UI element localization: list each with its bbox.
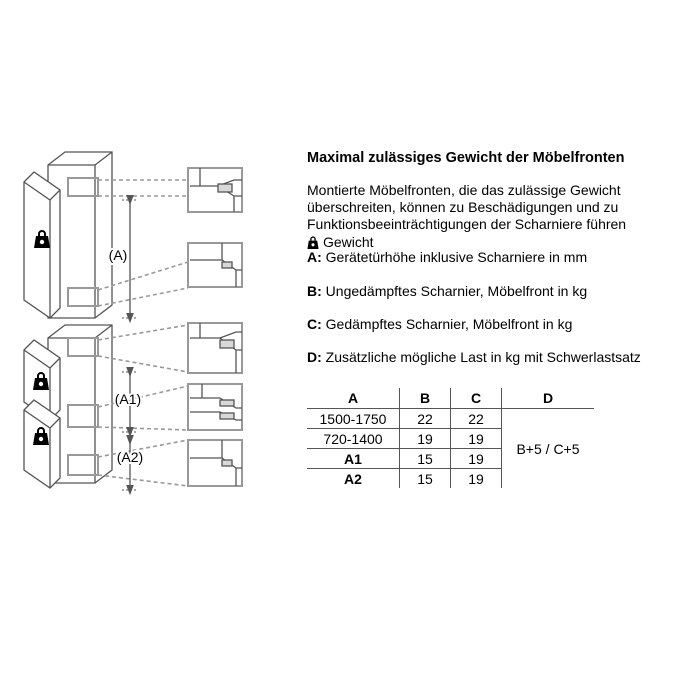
column-header-c: C (450, 388, 502, 409)
detail-middle-hinge (187, 383, 243, 431)
weights-table: A B C D 1500-1750 22 22 B+5 / C+5 720-14… (307, 388, 594, 488)
table-cell: A2 (307, 468, 400, 488)
bottom-hinge-box (67, 454, 99, 476)
description-line: überschreiten, können zu Beschädigungen … (307, 199, 619, 215)
table-header-row: A B C D (307, 388, 594, 409)
legend-key: B: (307, 283, 322, 299)
description: Montierte Möbelfronten, die das zulässig… (307, 182, 626, 233)
detail-bottom-hinge (187, 439, 243, 487)
weight-lock-icon (307, 236, 319, 249)
column-header-a: A (307, 388, 400, 409)
table-cell: 19 (399, 428, 451, 449)
table-cell-d: B+5 / C+5 (501, 408, 594, 488)
page-title: Maximal zulässiges Gewicht der Möbelfron… (307, 150, 625, 166)
legend-key: D: (307, 349, 322, 365)
description-line: Montierte Möbelfronten, die das zulässig… (307, 182, 621, 198)
legend-a: A: Gerätetürhöhe inklusive Scharniere in… (307, 249, 587, 266)
legend-key: C: (307, 316, 322, 332)
weight-lock-icon (33, 427, 49, 445)
hinge-diagram: (A) (A1) (23, 151, 243, 496)
top-hinge-box (67, 337, 99, 357)
legend-weight-text: Gewicht (323, 234, 374, 250)
table-cell: 15 (399, 468, 451, 488)
table-cell: 19 (450, 468, 502, 488)
table-cell: 19 (450, 428, 502, 449)
dimension-a-label: (A) (109, 247, 128, 263)
legend-text: Gedämpftes Scharnier, Möbelfront in kg (325, 316, 573, 332)
legend-weight: Gewicht (307, 234, 374, 251)
middle-hinge-box (67, 404, 99, 428)
table-row: 720-1400 19 19 (307, 428, 594, 449)
upper-hinge-box (67, 177, 99, 197)
column-header-b: B (399, 388, 451, 409)
detail-upper-hinge (187, 167, 243, 213)
column-header-d: D (542, 390, 554, 406)
legend-d: D: Zusätzliche mögliche Last in kg mit S… (307, 349, 641, 366)
dimension-a2-label: (A2) (117, 449, 143, 465)
description-line: Funktionsbeeinträchtigungen der Scharnie… (307, 216, 627, 232)
table-cell: 15 (399, 448, 451, 469)
legend-c: C: Gedämpftes Scharnier, Möbelfront in k… (307, 316, 572, 333)
weight-lock-icon (34, 230, 50, 248)
table-cell: A1 (307, 448, 400, 469)
detail-top-hinge (187, 322, 243, 374)
table-cell: 19 (450, 448, 502, 469)
legend-text: Zusätzliche mögliche Last in kg mit Schw… (325, 349, 641, 365)
weight-lock-icon (33, 372, 49, 390)
legend-b: B: Ungedämpftes Scharnier, Möbelfront in… (307, 283, 587, 300)
legend-text: Gerätetürhöhe inklusive Scharniere in mm (325, 249, 588, 265)
table-row: A2 15 19 (307, 468, 594, 488)
table-row: 1500-1750 22 22 B+5 / C+5 (307, 408, 594, 488)
lower-hinge-box (67, 287, 99, 307)
detail-lower-hinge (187, 242, 243, 288)
dimension-a1-label: (A1) (115, 391, 141, 407)
legend-key: A: (307, 249, 322, 265)
table-cell: 1500-1750 (307, 408, 400, 429)
table-cell: 720-1400 (307, 428, 400, 449)
table-cell: 22 (399, 408, 451, 429)
legend-text: Ungedämpftes Scharnier, Möbelfront in kg (325, 283, 588, 299)
table-row: A1 15 19 (307, 448, 594, 469)
table-cell: 22 (450, 408, 502, 429)
